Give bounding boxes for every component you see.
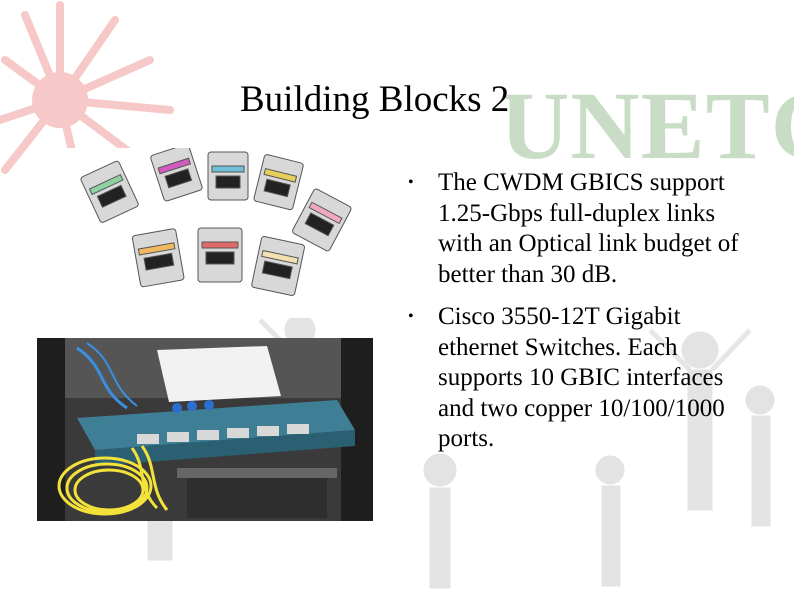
- bullet-list: • The CWDM GBICS support 1.25-Gbps full-…: [408, 168, 758, 467]
- bullet-marker: •: [408, 174, 414, 191]
- bullet-text: Cisco 3550-12T Gigabit ethernet Switches…: [438, 303, 725, 452]
- gbic-photo: [40, 148, 370, 318]
- bullet-item-cwdm-gbics: • The CWDM GBICS support 1.25-Gbps full-…: [408, 168, 758, 290]
- switch-photo: [37, 338, 373, 521]
- sunburst-decoration: [0, 1, 174, 189]
- bullet-text: The CWDM GBICS support 1.25-Gbps full-du…: [438, 169, 739, 288]
- watermark-logo: UNETG: [500, 72, 794, 179]
- gbic-module: [80, 148, 352, 296]
- bullet-item-cisco-switches: • Cisco 3550-12T Gigabit ethernet Switch…: [408, 302, 758, 455]
- bullet-marker: •: [408, 308, 414, 325]
- slide-title: Building Blocks 2: [240, 79, 510, 120]
